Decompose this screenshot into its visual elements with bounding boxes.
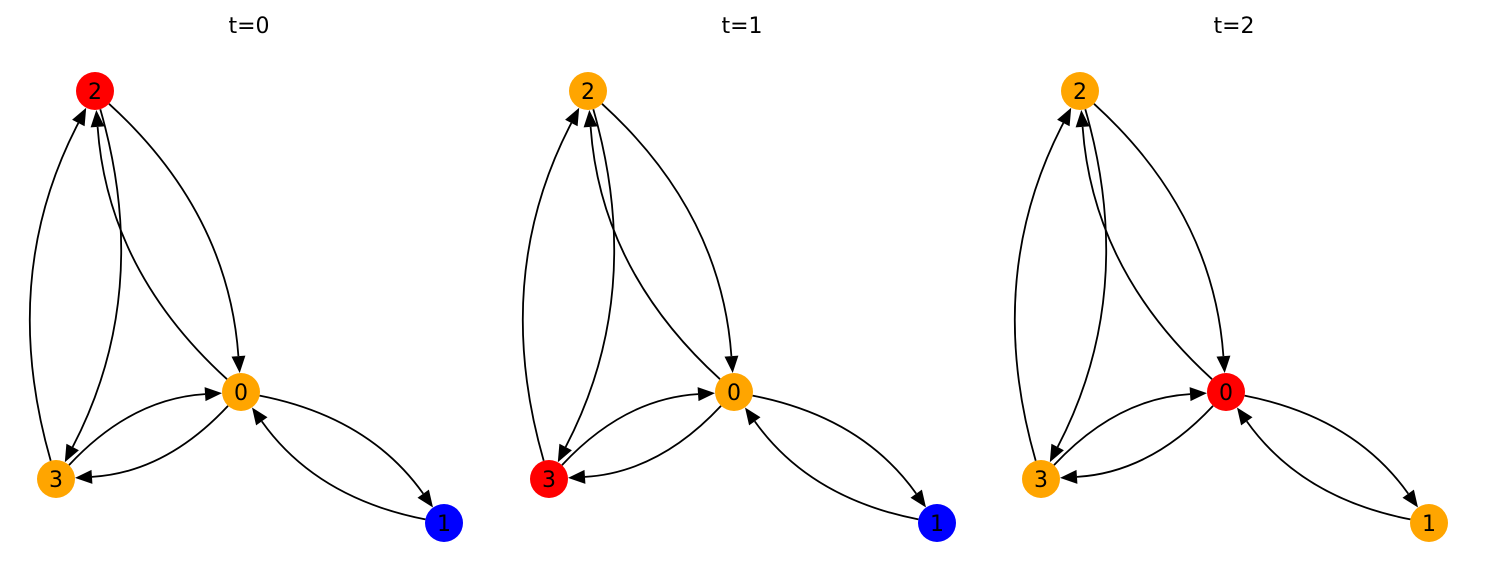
- edge-0-to-3: [1076, 405, 1214, 478]
- arrowhead-2-to-0: [231, 355, 246, 373]
- edge-2-to-0: [601, 103, 733, 357]
- edge-3-to-2: [1013, 122, 1065, 461]
- arrowhead-1-to-0: [1237, 407, 1253, 426]
- arrowhead-2-to-3: [64, 443, 79, 463]
- arrowhead-2-to-3: [1049, 443, 1064, 463]
- arrowhead-0-to-1: [1402, 489, 1418, 508]
- edge-0-to-2: [96, 126, 228, 380]
- node-0: [1207, 373, 1245, 411]
- graph-panel-1: t=1 0 1 2 3: [521, 14, 956, 542]
- panel-title: t=2: [1213, 14, 1254, 39]
- edge-3-to-0: [1053, 393, 1191, 466]
- edge-3-to-0: [561, 393, 699, 466]
- node-0: [715, 373, 753, 411]
- edge-0-to-3: [584, 405, 722, 478]
- node-label: 3: [1034, 468, 1048, 493]
- node-3: [1022, 460, 1060, 498]
- arrowhead-0-to-3: [568, 469, 586, 484]
- edge-0-to-2: [1081, 126, 1213, 380]
- arrowhead-3-to-0: [1189, 387, 1207, 402]
- edge-3-to-2: [28, 122, 80, 461]
- edge-2-to-0: [1093, 103, 1225, 357]
- arrowhead-0-to-1: [417, 489, 433, 508]
- edge-3-to-2: [521, 122, 573, 461]
- arrowhead-0-to-2: [1075, 110, 1090, 128]
- graph-panel-2: t=2 0 1 2 3: [1013, 14, 1448, 542]
- edge-0-to-1: [1244, 394, 1409, 495]
- node-label: 1: [930, 512, 944, 537]
- edge-1-to-0: [1246, 420, 1411, 521]
- arrowhead-0-to-1: [910, 489, 926, 508]
- edge-0-to-1: [259, 394, 424, 495]
- arrowhead-3-to-2: [72, 107, 87, 127]
- node-0: [222, 373, 260, 411]
- node-label: 0: [234, 381, 248, 406]
- node-label: 2: [581, 80, 595, 105]
- arrowhead-1-to-0: [745, 407, 761, 426]
- node-2: [76, 72, 114, 110]
- panel-title: t=1: [721, 14, 762, 39]
- edge-2-to-3: [1056, 109, 1108, 448]
- edge-1-to-0: [754, 420, 919, 521]
- arrowhead-0-to-2: [583, 110, 598, 128]
- node-3: [530, 460, 568, 498]
- edge-0-to-1: [752, 394, 917, 495]
- node-label: 0: [727, 381, 741, 406]
- arrowhead-0-to-3: [1060, 469, 1078, 484]
- node-label: 3: [542, 468, 556, 493]
- arrowhead-3-to-0: [204, 387, 222, 402]
- node-2: [1061, 72, 1099, 110]
- edge-1-to-0: [261, 420, 426, 521]
- arrowhead-3-to-2: [565, 107, 580, 127]
- panel-title: t=0: [228, 14, 269, 39]
- edge-2-to-3: [71, 109, 123, 448]
- node-3: [37, 460, 75, 498]
- edge-2-to-0: [108, 103, 240, 357]
- node-1: [918, 504, 956, 542]
- node-label: 1: [1422, 512, 1436, 537]
- arrowhead-0-to-2: [90, 110, 105, 128]
- node-1: [425, 504, 463, 542]
- arrowhead-3-to-0: [697, 387, 715, 402]
- arrowhead-2-to-0: [1216, 355, 1231, 373]
- graph-panel-0: t=0 0 1 2 3: [28, 14, 463, 542]
- node-label: 2: [1073, 80, 1087, 105]
- arrowhead-2-to-0: [724, 355, 739, 373]
- arrowhead-0-to-3: [75, 469, 93, 484]
- arrowhead-3-to-2: [1057, 107, 1072, 127]
- node-label: 0: [1219, 381, 1233, 406]
- node-label: 2: [88, 80, 102, 105]
- edge-3-to-0: [68, 393, 206, 466]
- edge-2-to-3: [564, 109, 616, 448]
- node-1: [1410, 504, 1448, 542]
- node-label: 3: [49, 468, 63, 493]
- node-2: [569, 72, 607, 110]
- arrowhead-2-to-3: [557, 443, 572, 463]
- edge-0-to-2: [589, 126, 721, 380]
- edge-0-to-3: [91, 405, 229, 478]
- node-label: 1: [437, 512, 451, 537]
- arrowhead-1-to-0: [252, 407, 268, 426]
